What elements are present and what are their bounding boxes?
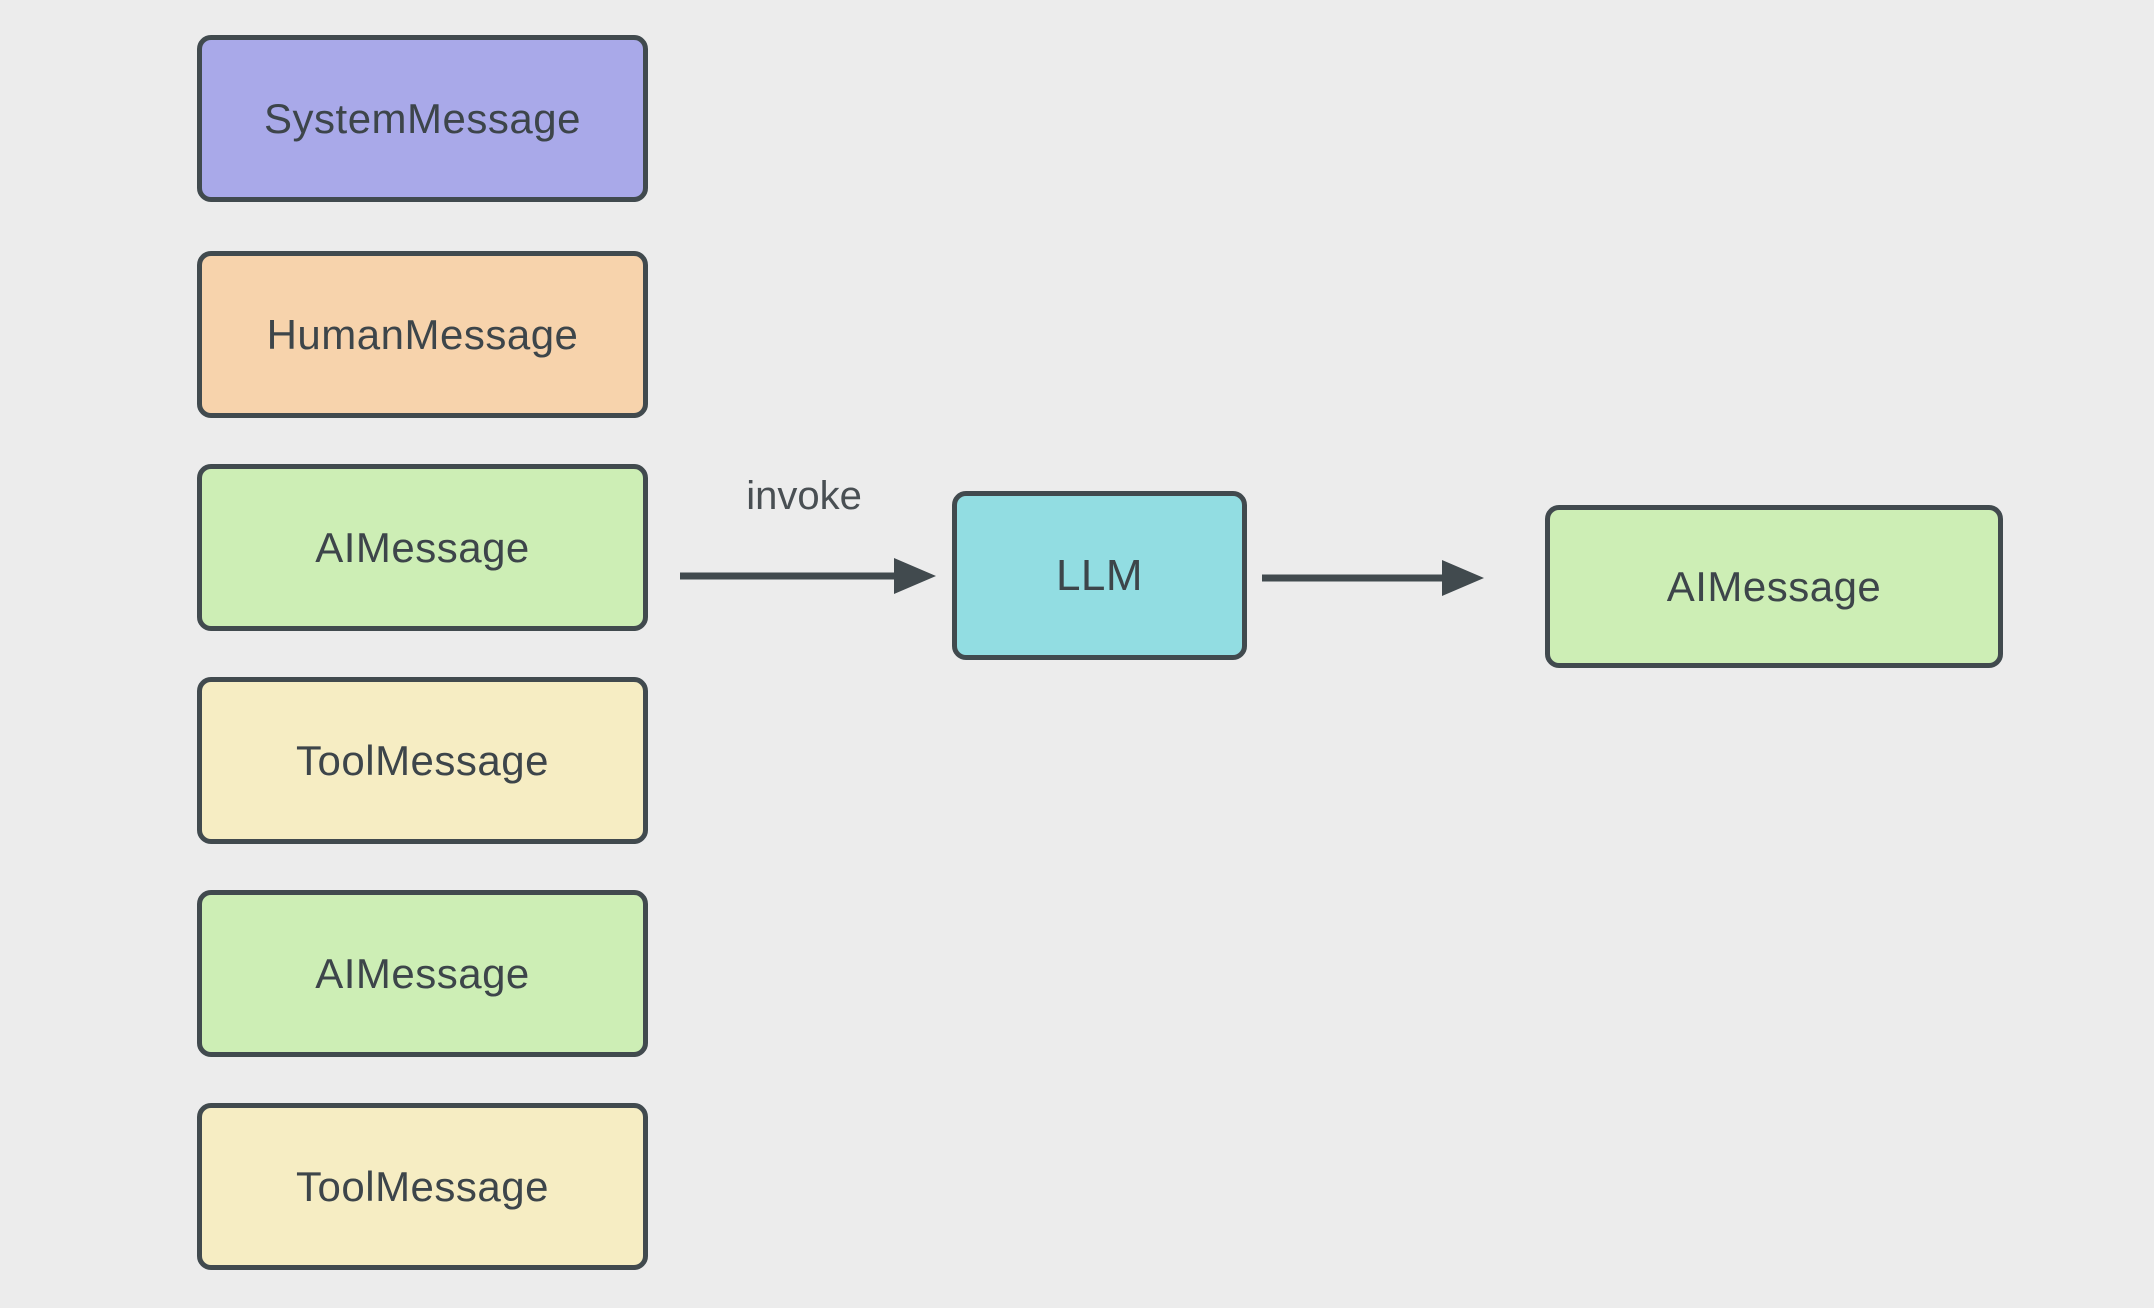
- node-system-message: SystemMessage: [197, 35, 648, 202]
- node-ai-message-output-label: AIMessage: [1666, 562, 1882, 610]
- node-tool-message-1: ToolMessage: [197, 677, 648, 844]
- node-human-message-label: HumanMessage: [266, 310, 579, 358]
- node-system-message-label: SystemMessage: [264, 94, 581, 142]
- node-llm-label: LLM: [1055, 550, 1144, 600]
- node-tool-message-2-label: ToolMessage: [296, 1162, 549, 1210]
- invoke-arrow: [680, 558, 936, 594]
- node-human-message: HumanMessage: [197, 251, 648, 418]
- node-ai-message-output: AIMessage: [1545, 505, 2003, 668]
- node-tool-message-1-label: ToolMessage: [296, 736, 549, 784]
- node-llm: LLM: [952, 491, 1247, 660]
- node-ai-message-2-label: AIMessage: [315, 949, 530, 997]
- node-ai-message-2: AIMessage: [197, 890, 648, 1057]
- node-ai-message-1-label: AIMessage: [315, 523, 530, 571]
- output-arrow: [1262, 560, 1484, 596]
- node-tool-message-2: ToolMessage: [197, 1103, 648, 1270]
- invoke-edge-label: invoke: [746, 474, 862, 518]
- node-ai-message-1: AIMessage: [197, 464, 648, 631]
